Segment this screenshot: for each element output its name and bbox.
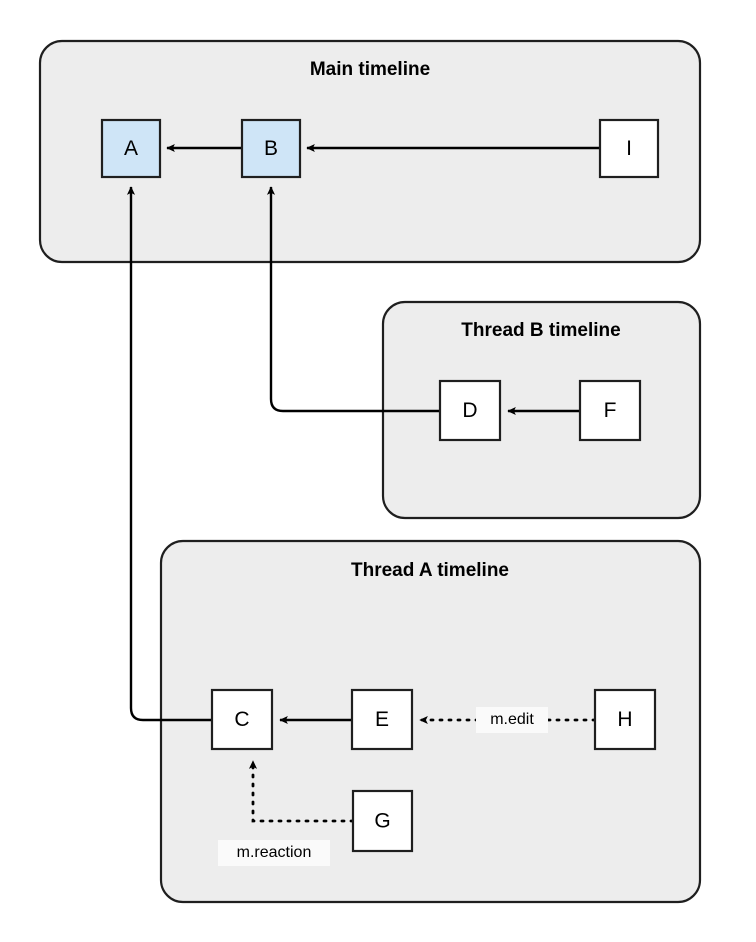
edge-label-m-reaction: m.reaction — [218, 840, 330, 866]
node-label-F: F — [604, 399, 617, 422]
node-label-A: A — [124, 137, 138, 160]
node-label-B: B — [264, 137, 278, 160]
group-container-thread-a: Thread A timeline — [159, 539, 702, 904]
node-G[interactable]: G — [351, 789, 414, 853]
edge-label-m-edit: m.edit — [476, 707, 548, 733]
node-label-G: G — [374, 810, 390, 833]
edge-C-to-A — [126, 186, 212, 722]
group-title-main: Main timeline — [310, 59, 430, 80]
edge-labels-layer: m.edit m.reaction — [218, 707, 548, 866]
node-box-E[interactable] — [350, 688, 414, 751]
node-A[interactable]: A — [100, 118, 162, 179]
edges-layer — [126, 143, 600, 823]
node-box-I[interactable] — [598, 118, 660, 179]
node-box-D[interactable] — [438, 379, 502, 442]
node-label-E: E — [375, 708, 389, 731]
node-label-H: H — [617, 708, 632, 731]
node-box-C[interactable] — [210, 688, 274, 751]
group-container-main: Main timeline — [38, 39, 702, 264]
nodes-layer: A B I D F C E H G — [100, 118, 660, 853]
node-B[interactable]: B — [240, 118, 302, 179]
node-I[interactable]: I — [598, 118, 660, 179]
edge-D-to-B — [266, 186, 440, 413]
edge-label-backdrop-m-reaction — [218, 840, 330, 866]
edge-label-text-m-reaction: m.reaction — [237, 844, 312, 861]
group-box-thread-a — [159, 539, 702, 904]
edge-label-backdrop-m-edit — [476, 707, 548, 733]
node-box-H[interactable] — [593, 688, 657, 751]
node-D[interactable]: D — [438, 379, 502, 442]
node-E[interactable]: E — [350, 688, 414, 751]
group-title-thread-a: Thread A timeline — [351, 560, 509, 581]
node-label-D: D — [462, 399, 477, 422]
node-C[interactable]: C — [210, 688, 274, 751]
edge-label-text-m-edit: m.edit — [490, 711, 534, 728]
node-box-B[interactable] — [240, 118, 302, 179]
node-box-G[interactable] — [351, 789, 414, 853]
group-title-thread-b: Thread B timeline — [461, 320, 620, 341]
node-F[interactable]: F — [578, 379, 642, 442]
node-label-I: I — [626, 137, 632, 160]
group-box-main — [38, 39, 702, 264]
edge-G-to-C — [248, 759, 355, 823]
node-box-F[interactable] — [578, 379, 642, 442]
node-H[interactable]: H — [593, 688, 657, 751]
node-box-A[interactable] — [100, 118, 162, 179]
node-label-C: C — [234, 708, 249, 731]
